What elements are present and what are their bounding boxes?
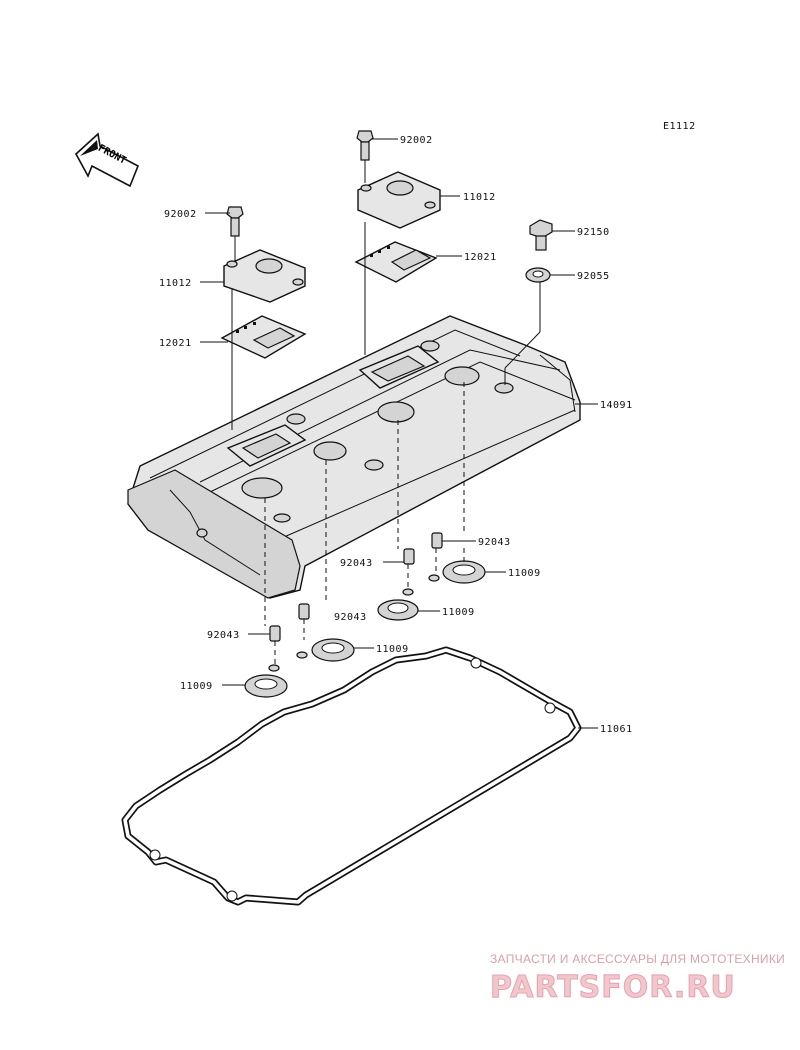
callout-92043: 92043 — [478, 537, 511, 548]
callout-11009: 11009 — [180, 681, 213, 692]
callout-11009: 11009 — [442, 607, 475, 618]
cylinder-head-cover — [127, 315, 581, 599]
callout-12021: 12021 — [159, 338, 192, 349]
callout-12021: 12021 — [464, 252, 497, 263]
plug-seals — [244, 560, 486, 698]
callouts: 92002 92002 11012 11012 12021 12021 9215… — [159, 135, 633, 735]
callout-11009: 11009 — [376, 644, 409, 655]
callout-11009: 11009 — [508, 568, 541, 579]
front-arrow-icon: FRONT — [74, 132, 140, 188]
callout-92055: 92055 — [577, 271, 610, 282]
callout-92043: 92043 — [334, 612, 367, 623]
watermark: ЗАПЧАСТИ И АКСЕССУАРЫ ДЛЯ МОТОТЕХНИКИ PA… — [490, 952, 785, 1006]
watermark-tagline: ЗАПЧАСТИ И АКСЕССУАРЫ ДЛЯ МОТОТЕХНИКИ — [490, 952, 785, 966]
watermark-brand: PARTSFOR.RU — [490, 970, 736, 1005]
callout-14091: 14091 — [600, 400, 633, 411]
leader-lines — [200, 138, 598, 729]
left-cap-assembly — [220, 206, 307, 359]
callout-11012: 11012 — [159, 278, 192, 289]
callout-92150: 92150 — [577, 227, 610, 238]
callout-11012: 11012 — [463, 192, 496, 203]
bolt-92150-washer-92055 — [525, 219, 553, 283]
callout-92002: 92002 — [164, 209, 197, 220]
dowel-pins — [269, 532, 443, 642]
cover-gasket — [121, 646, 582, 906]
callout-92043: 92043 — [207, 630, 240, 641]
callout-92043: 92043 — [340, 558, 373, 569]
callout-92002: 92002 — [400, 135, 433, 146]
diagram-code: E1112 — [663, 121, 696, 132]
right-cap-assembly — [354, 130, 441, 283]
callout-11061: 11061 — [600, 724, 633, 735]
